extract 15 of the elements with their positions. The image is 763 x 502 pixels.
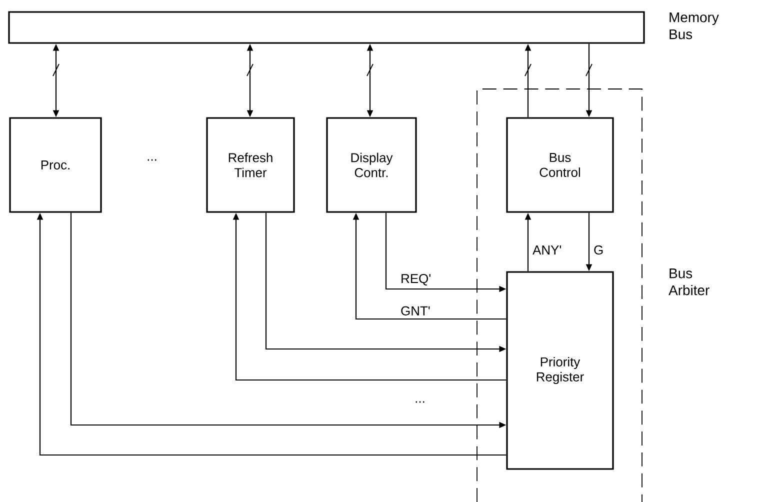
edge-label: ANY' (532, 246, 561, 254)
arbiter-dashed-box (476, 88, 642, 502)
register-box: Priority Register (506, 271, 614, 470)
edge-label: REQ' (402, 274, 430, 286)
bus-control-box: Bus Control (506, 117, 614, 213)
edge-label: GNT' (401, 306, 430, 316)
controller-box: Display Contr. (326, 117, 417, 213)
side-label: Bus Arbiter (668, 268, 710, 296)
edge-label: G (594, 245, 603, 255)
ellipsis: ... (148, 159, 156, 161)
timer-box: Refresh Timer (206, 117, 295, 213)
side-label: Memory Bus (670, 12, 719, 40)
processor-box: Proc. (9, 117, 102, 213)
memory-bus-bar (8, 11, 645, 44)
ellipsis: ... (416, 401, 424, 403)
